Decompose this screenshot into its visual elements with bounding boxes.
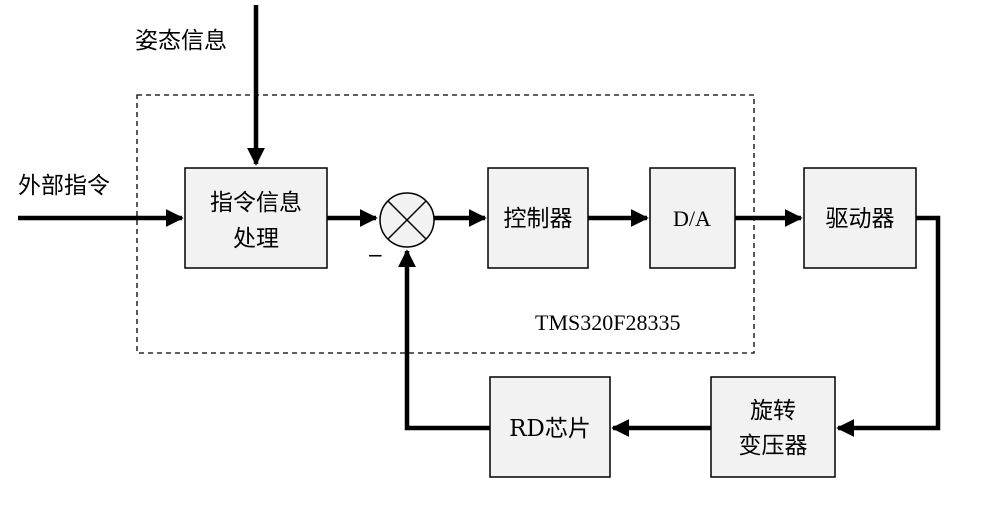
feedback-arrow <box>398 249 490 431</box>
cmd-processing-label-2: 处理 <box>233 226 279 252</box>
external-command-label: 外部指令 <box>18 173 110 199</box>
dac-label: D/A <box>673 206 711 231</box>
cmd-processing-label-1: 指令信息 <box>210 190 302 216</box>
controller-label: 控制器 <box>504 206 573 232</box>
rd-chip-label: RD芯片 <box>509 416 591 442</box>
resolver-block <box>710 376 836 478</box>
attitude-info-label: 姿态信息 <box>135 28 227 54</box>
rd-chip-block <box>489 376 611 478</box>
summing-junction-icon <box>379 192 435 248</box>
driver-block <box>803 167 917 269</box>
resolver-label-2: 变压器 <box>739 433 808 459</box>
resolver-label-1: 旋转 <box>750 398 796 424</box>
driver-label: 驱动器 <box>826 206 895 232</box>
dac-block <box>649 167 736 269</box>
driver-to-resolver-arrow <box>836 215 941 437</box>
command-processing-block <box>184 167 328 269</box>
minus-sign: − <box>367 243 384 267</box>
dsp-boundary <box>136 94 755 354</box>
chip-name-label: TMS320F28335 <box>535 310 680 335</box>
